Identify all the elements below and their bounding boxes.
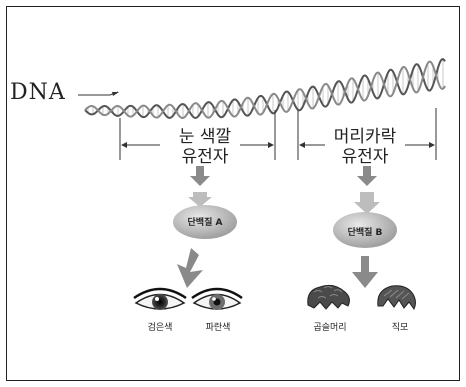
arrow-gene-to-protein-b [357, 166, 377, 186]
dna-strand-1 [84, 58, 446, 119]
eye-color-gene-line1: 눈 색깔 [178, 127, 232, 147]
arrow-into-protein-b [354, 192, 380, 214]
curly-hair-image [307, 284, 350, 310]
arrow-into-protein-a [188, 192, 212, 207]
hair-gene-bracket [297, 108, 437, 160]
eye-gene-bracket [119, 110, 276, 160]
eye-color-gene-label: 눈 색깔 유전자 [150, 127, 260, 167]
blue-eye-image [191, 287, 243, 310]
hair-gene-line1: 머리카락 [333, 127, 397, 147]
dna-helix [84, 58, 446, 119]
straight-hair-caption: 직모 [391, 323, 409, 333]
protein-b-label: 단백질 B [347, 228, 383, 238]
dna-label: DNA [10, 80, 66, 105]
arrow-protein-a-to-eyes [177, 248, 203, 288]
black-eye-caption: 검은색 [147, 323, 173, 333]
protein-a-blob [173, 205, 237, 239]
diagram-frame [6, 6, 460, 381]
curly-hair-caption: 곱슬머리 [313, 323, 347, 333]
blue-eye-caption: 파란색 [205, 323, 231, 333]
dna-strand-2 [84, 60, 446, 119]
arrow-gene-to-protein-a [190, 166, 210, 186]
eye-color-gene-line2: 유전자 [181, 147, 229, 167]
protein-a-label: 단백질 A [187, 218, 223, 228]
hair-gene-line2: 유전자 [341, 147, 389, 167]
protein-b-blob [333, 212, 397, 248]
dna-pointer-arrowhead [112, 92, 119, 96]
arrow-protein-b-to-hair [352, 256, 378, 288]
hair-gene-label: 머리카락 유전자 [300, 127, 430, 167]
black-eye-image [133, 287, 187, 310]
dna-pointer-line [78, 91, 119, 96]
straight-hair-image [377, 285, 416, 310]
